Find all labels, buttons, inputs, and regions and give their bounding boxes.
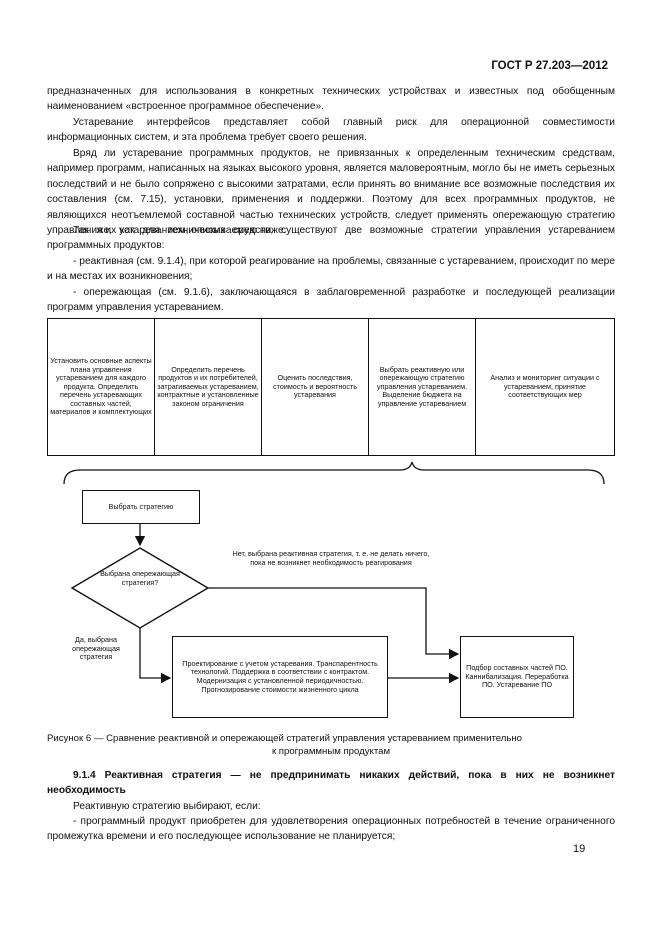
- decision-label: Выбрана опережающая стратегия?: [100, 569, 180, 587]
- choose-strategy-box: Выбрать стратегию: [82, 490, 200, 524]
- figure-caption-continued: к программным продуктам: [271, 746, 391, 757]
- yes-branch-label: Да, выбрана опережающая стратегия: [72, 635, 120, 662]
- reactive-measures-box: Подбор составных частей ПО. Каннибализац…: [460, 636, 574, 718]
- paragraph: Устаревание интерфейсов представляет соб…: [47, 117, 615, 144]
- paragraph: Вряд ли устаревание программных продукто…: [47, 148, 615, 237]
- list-item: - программный продукт приобретен для удо…: [47, 816, 615, 843]
- list-item: - опережающая (см. 9.1.6), заключающаяся…: [47, 287, 615, 314]
- no-branch-label: Нет, выбрана реактивная стратегия, т. е.…: [232, 549, 430, 567]
- section-heading: 9.1.4 Реактивная стратегия — не предприн…: [47, 770, 615, 797]
- process-step-4: Выбрать реактивную или опережающую страт…: [368, 318, 476, 456]
- paragraph: Так же, как для технических средств, сущ…: [47, 225, 615, 252]
- paragraph: Реактивную стратегию выбирают, если:: [73, 801, 261, 812]
- page-number: 19: [573, 843, 586, 855]
- process-step-2: Определить перечень продуктов и их потре…: [154, 318, 262, 456]
- figure-caption: Рисунок 6 — Сравнение реактивной и опере…: [47, 733, 522, 744]
- document-header: ГОСТ Р 27.203—2012: [491, 60, 608, 72]
- process-step-5: Анализ и мониторинг ситуации с устареван…: [475, 318, 615, 456]
- paragraph: предназначенных для использования в конк…: [47, 86, 615, 113]
- proactive-measures-box: Проектирование с учетом устаревания. Тра…: [172, 636, 388, 718]
- process-step-1: Установить основные аспекты плана управл…: [47, 318, 155, 456]
- list-item: - реактивная (см. 9.1.4), при которой ре…: [47, 256, 615, 283]
- process-step-3: Оценить последствия, стоимость и вероятн…: [261, 318, 369, 456]
